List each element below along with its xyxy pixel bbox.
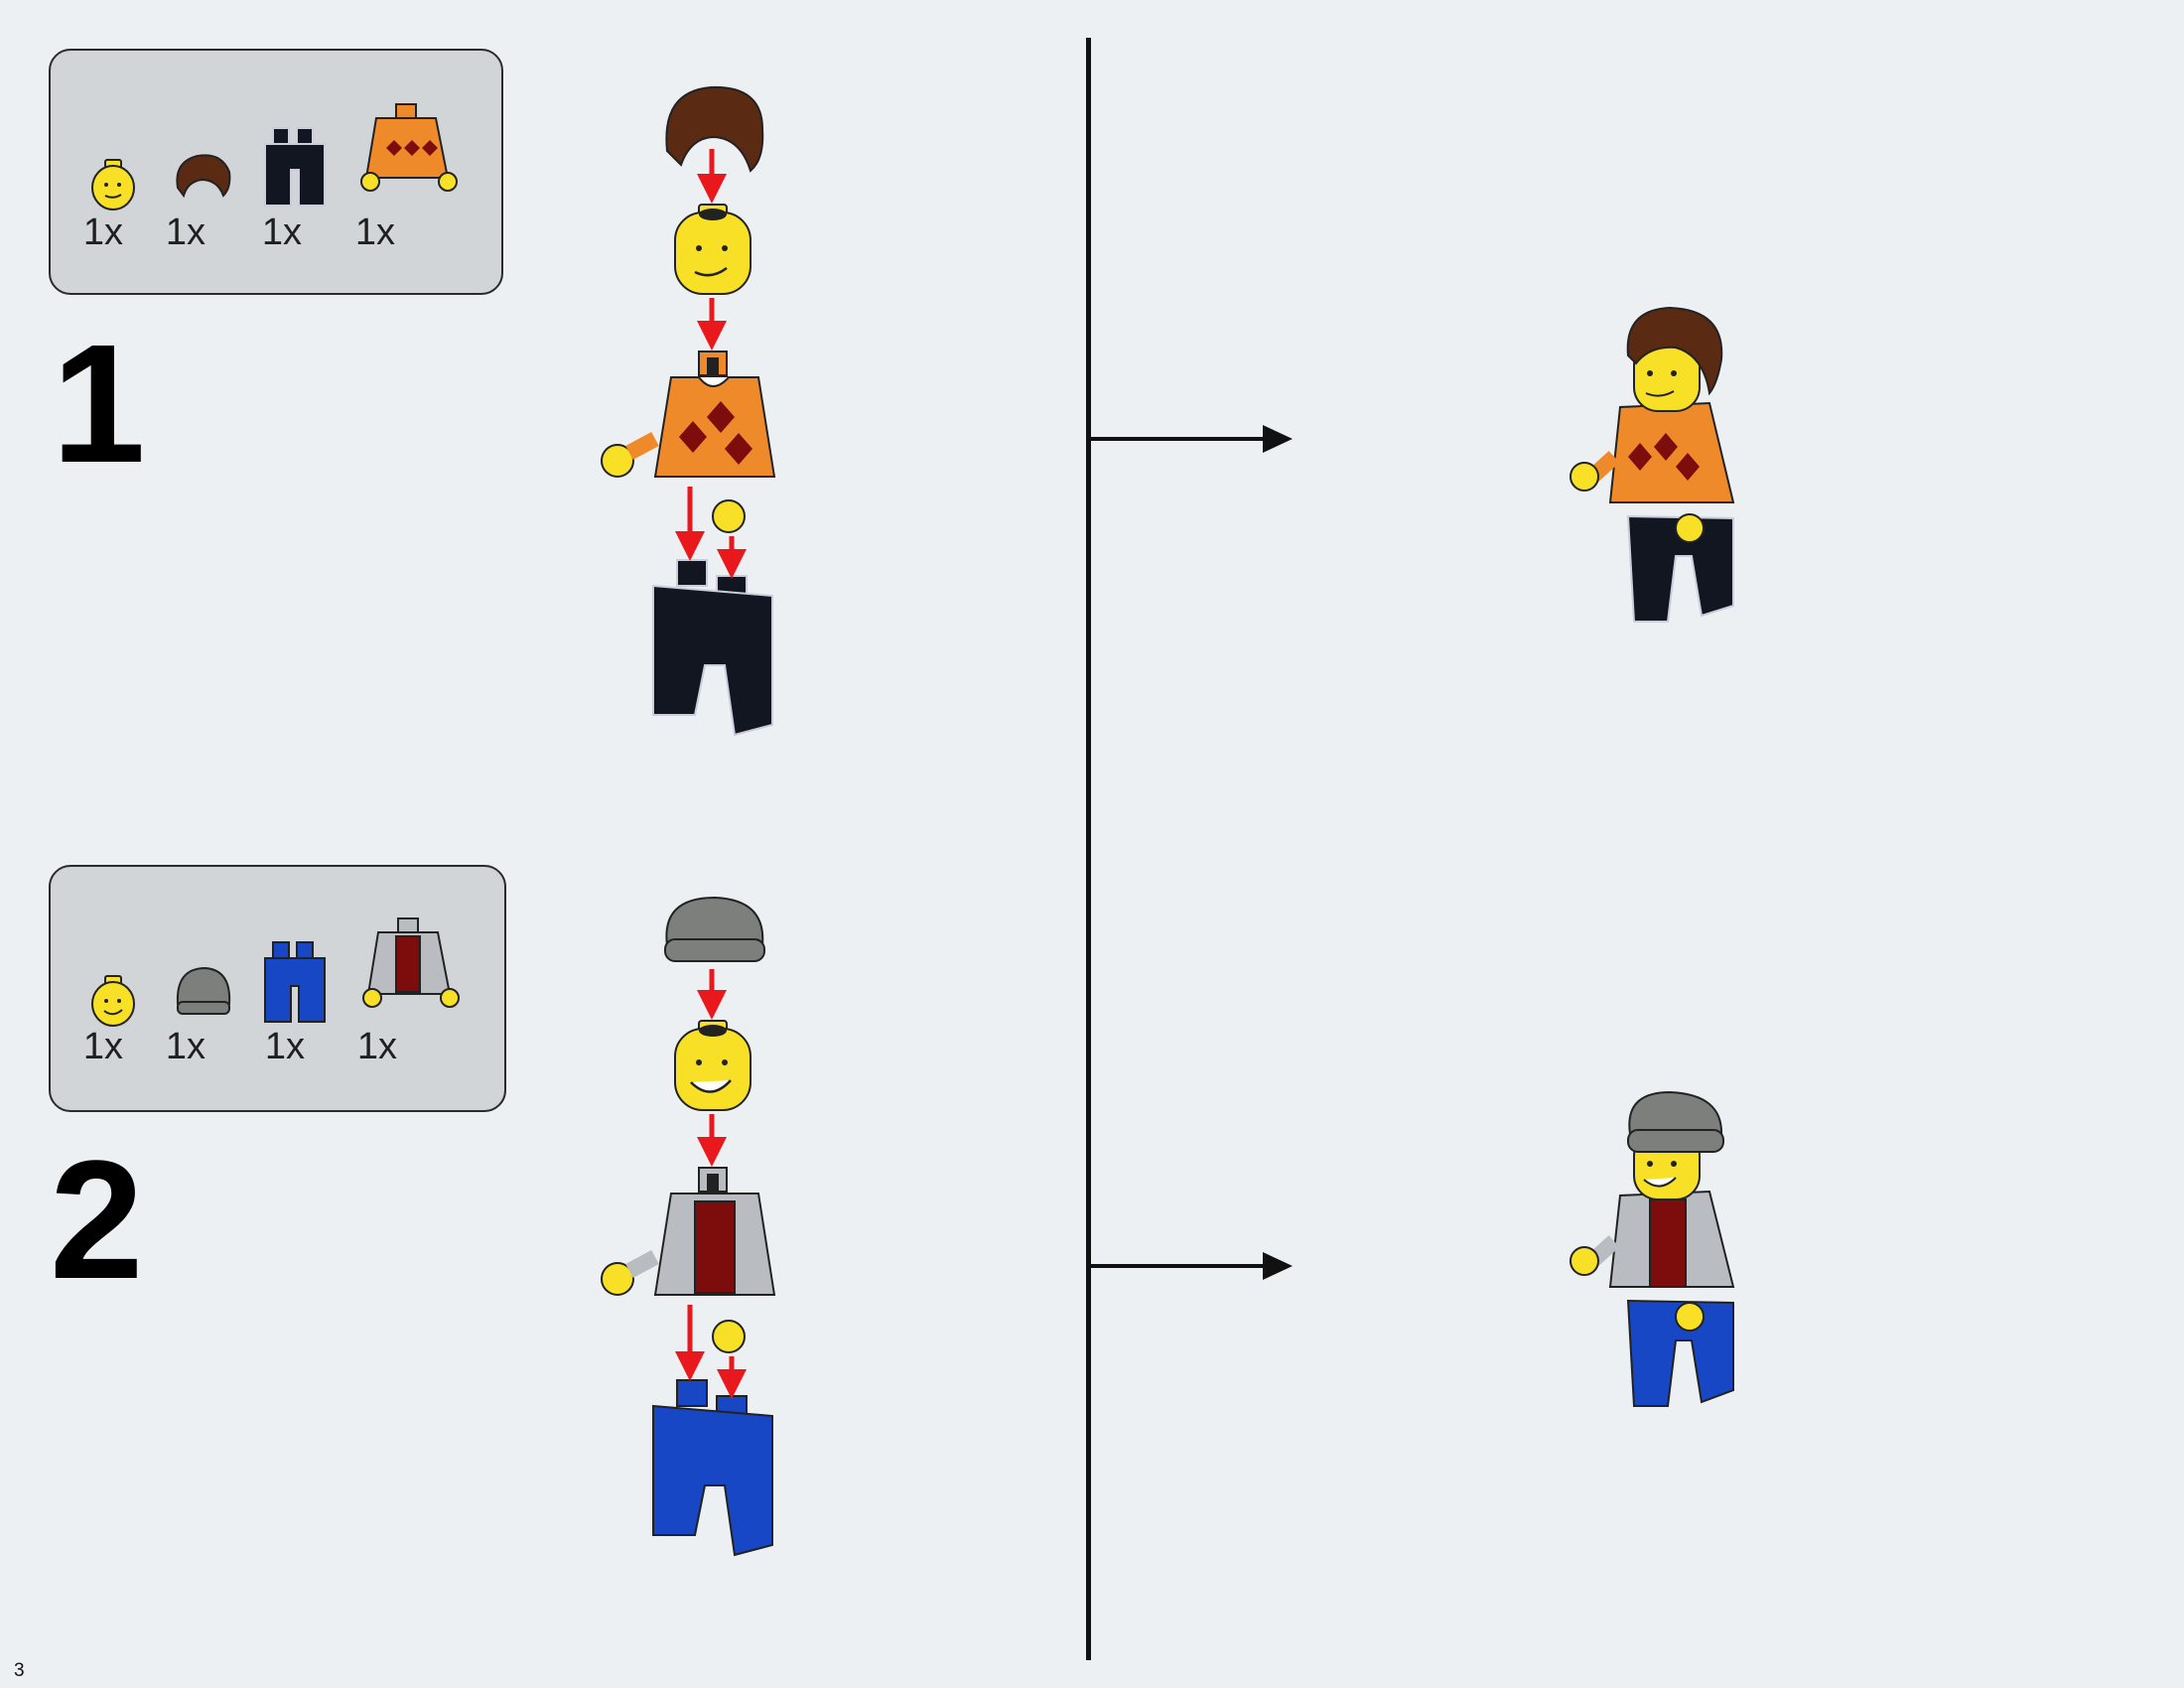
part-quantity: 1x [261,211,303,253]
parts-list-step-2: 1x 1x 1x 1x [49,865,506,1112]
yellow-head-icon [91,975,135,1027]
black-legs-icon [264,127,326,207]
part-quantity: 1x [82,1026,124,1067]
step-1-assembly-diagram [601,85,776,737]
part-quantity: 1x [354,211,396,253]
result-arrow [1088,1252,1293,1280]
brown-hair-icon [176,154,231,199]
assembled-minifigure-step-1 [1570,306,1735,623]
column-divider [1086,38,1091,1660]
result-arrow [1088,425,1293,453]
part-quantity: 1x [165,1026,206,1067]
parts-list-step-1: 1x 1x 1x 1x [49,49,503,295]
assembled-minifigure-step-2 [1570,1090,1735,1407]
gray-hoodie-torso-icon [362,917,460,1008]
part-quantity: 1x [165,211,206,253]
blue-legs-icon [264,941,326,1023]
step-number-1: 1 [52,310,146,498]
gray-beanie-icon [176,966,231,1015]
step-number-2: 2 [50,1126,144,1315]
part-quantity: 1x [82,211,124,253]
page-number: 3 [14,1660,25,1681]
orange-argyle-torso-icon [360,103,458,192]
step-2-assembly-diagram [601,896,776,1557]
part-quantity: 1x [356,1026,398,1067]
yellow-head-icon [91,159,135,211]
part-quantity: 1x [264,1026,306,1067]
